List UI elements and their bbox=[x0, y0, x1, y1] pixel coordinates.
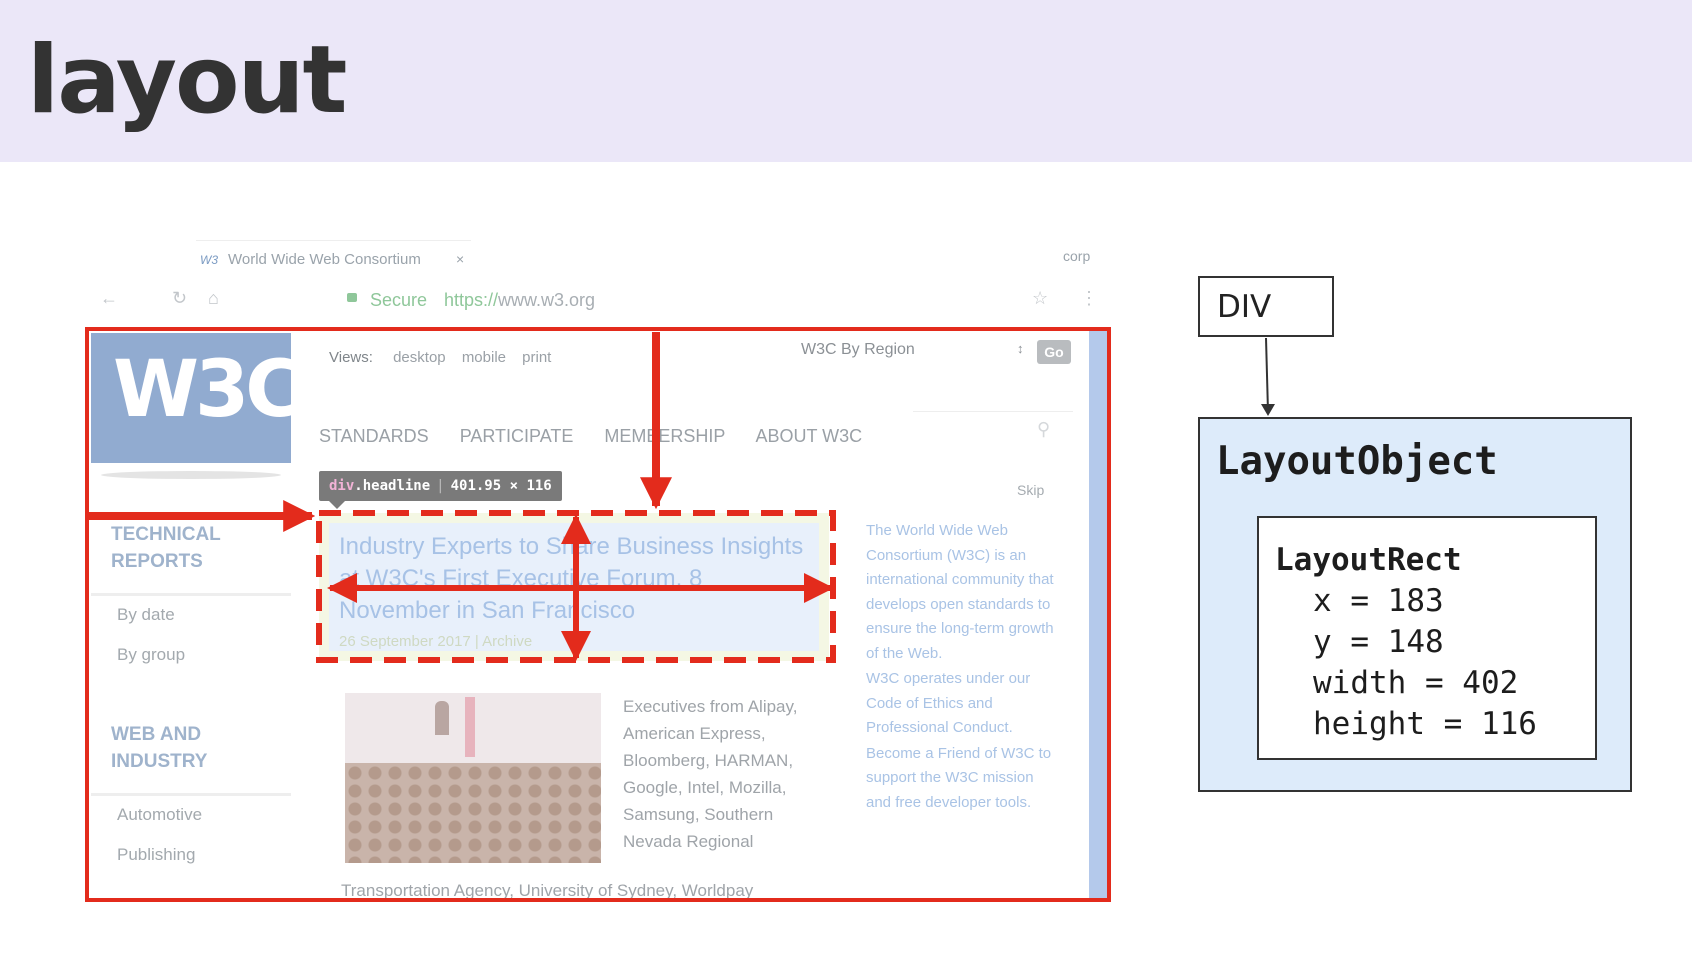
connector-arrowhead bbox=[1261, 404, 1275, 416]
slide-title: layout bbox=[27, 26, 347, 135]
nav-standards[interactable]: STANDARDS bbox=[319, 426, 429, 446]
scrollbar[interactable] bbox=[1089, 331, 1107, 898]
layout-object-title: LayoutObject bbox=[1216, 439, 1498, 484]
search-icon[interactable]: ⚲ bbox=[1037, 419, 1051, 439]
view-mobile-link[interactable]: mobile bbox=[461, 349, 506, 366]
ethics-paragraph: W3C operates under our Code of Ethics an… bbox=[866, 670, 1031, 736]
views-bar: Views: desktop mobile print bbox=[329, 349, 563, 366]
home-icon[interactable]: ⌂ bbox=[208, 288, 219, 308]
div-node: DIV bbox=[1198, 276, 1334, 337]
region-select[interactable]: W3C By Region bbox=[801, 341, 915, 358]
main-nav: STANDARDS PARTICIPATE MEMBERSHIP ABOUT W… bbox=[319, 426, 888, 447]
slide-header: layout bbox=[0, 0, 1692, 162]
tooltip-pointer bbox=[329, 501, 345, 509]
profile-label[interactable]: corp bbox=[1063, 248, 1091, 264]
news-summary-continued: Transportation Agency, University of Syd… bbox=[341, 881, 754, 900]
sidebar-divider bbox=[91, 793, 291, 796]
sidebar-technical-reports[interactable]: TECHNICAL REPORTS bbox=[111, 524, 221, 572]
logo-text: W3C bbox=[113, 345, 303, 435]
rect-height: height = 116 bbox=[1313, 706, 1537, 742]
tooltip-class: .headline bbox=[354, 478, 431, 494]
w3c-logo[interactable]: W3C bbox=[91, 333, 303, 463]
headline-link[interactable]: Industry Experts to Share Business Insig… bbox=[339, 533, 804, 624]
nav-participate[interactable]: PARTICIPATE bbox=[459, 426, 574, 446]
rect-x: x = 183 bbox=[1313, 583, 1444, 619]
view-print-link[interactable]: print bbox=[522, 349, 552, 366]
tooltip-tag: div bbox=[329, 478, 355, 494]
tab-close-icon[interactable]: × bbox=[456, 251, 465, 267]
layout-object-node: LayoutObject LayoutRect x = 183 y = 148 wid… bbox=[1198, 417, 1632, 792]
sidebar-link-publishing[interactable]: Publishing bbox=[117, 845, 196, 864]
logo-shadow bbox=[101, 471, 281, 479]
tooltip-size: 401.95 × 116 bbox=[450, 478, 552, 494]
inspector-tooltip: div.headline|401.95 × 116 bbox=[319, 471, 562, 501]
layout-rect-title: LayoutRect bbox=[1275, 542, 1462, 578]
nav-membership[interactable]: MEMBERSHIP bbox=[604, 426, 726, 446]
url-text[interactable]: https://www.w3.org bbox=[444, 290, 595, 311]
headline-meta[interactable]: 26 September 2017 | Archive bbox=[339, 633, 533, 650]
friend-paragraph: Become a Friend of W3C to support the W3… bbox=[866, 744, 1052, 811]
about-column: The World Wide Web Consortium (W3C) is a… bbox=[866, 519, 1056, 816]
news-photo[interactable] bbox=[345, 693, 601, 863]
select-arrows-icon: ↕ bbox=[1017, 341, 1024, 356]
views-label: Views: bbox=[329, 349, 373, 366]
sidebar-divider bbox=[91, 593, 291, 596]
back-arrow-icon[interactable]: ← bbox=[100, 288, 118, 308]
sidebar-link-by-date[interactable]: By date bbox=[117, 605, 175, 624]
sidebar-link-automotive[interactable]: Automotive bbox=[117, 805, 203, 824]
lock-icon bbox=[347, 293, 357, 302]
w3c-favicon-icon: W3 bbox=[200, 253, 218, 267]
menu-dots-icon[interactable]: ⋮ bbox=[1080, 288, 1098, 308]
skip-link[interactable]: Skip bbox=[1017, 482, 1045, 498]
nav-about[interactable]: ABOUT W3C bbox=[755, 426, 863, 446]
go-button[interactable]: Go bbox=[1037, 340, 1071, 364]
star-icon[interactable]: ☆ bbox=[1032, 288, 1049, 308]
address-bar[interactable]: ← ↻ ⌂ Secure https://www.w3.org ☆ ⋮ bbox=[96, 286, 1098, 316]
sidebar-web-and-industry[interactable]: WEB AND INDUSTRY bbox=[111, 724, 208, 772]
news-summary: Executives from Alipay, American Express… bbox=[623, 697, 798, 851]
sidebar-link-by-group[interactable]: By group bbox=[117, 645, 186, 664]
div-to-layoutobject-connector bbox=[1265, 337, 1269, 413]
browser-tab[interactable]: W3 World Wide Web Consortium × bbox=[196, 240, 471, 276]
layout-rect-node: LayoutRect x = 183 y = 148 width = 402 heigh… bbox=[1257, 516, 1597, 760]
rect-width: width = 402 bbox=[1313, 665, 1519, 701]
about-paragraph: The World Wide Web Consortium (W3C) is a… bbox=[866, 522, 1054, 662]
rect-y: y = 148 bbox=[1313, 624, 1444, 660]
secure-label: Secure bbox=[370, 290, 428, 310]
page-viewport: W3C Views: desktop mobile print W3C By R… bbox=[85, 327, 1111, 902]
url-scheme: https:// bbox=[444, 290, 499, 310]
url-host: www.w3.org bbox=[498, 290, 596, 310]
search-input[interactable] bbox=[913, 411, 1073, 412]
view-desktop-link[interactable]: desktop bbox=[393, 349, 446, 366]
reload-icon[interactable]: ↻ bbox=[172, 288, 188, 308]
tab-title: World Wide Web Consortium bbox=[228, 251, 421, 268]
